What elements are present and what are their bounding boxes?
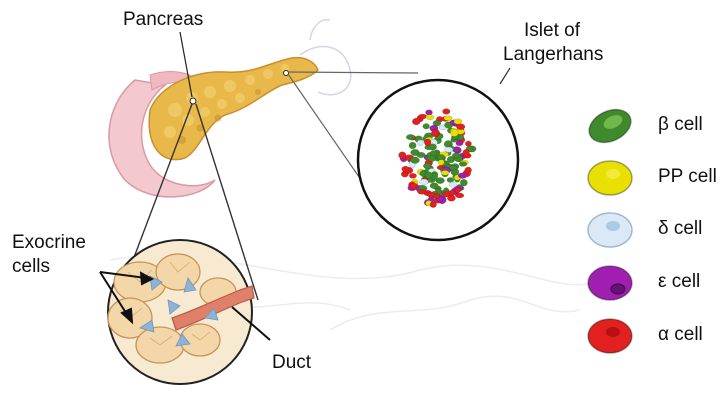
exocrine-label-line1: Exocrine [12, 232, 86, 254]
pancreas-zoom-point-exocrine [190, 98, 196, 104]
islet-cell [454, 119, 462, 124]
islet-cell [450, 165, 458, 170]
epsilon-cell-icon [582, 261, 638, 305]
islet-label-line1: Islet of [524, 20, 580, 42]
legend-item: β cell [582, 104, 726, 148]
islet-cell [423, 163, 431, 169]
legend-item: δ cell [582, 208, 726, 252]
islet-cell [456, 124, 465, 130]
islet-cell [418, 114, 426, 119]
islet-cell [406, 134, 415, 139]
islet-cell [431, 130, 439, 137]
islet-cell [417, 140, 423, 146]
islet-cell [447, 178, 454, 183]
islet-cell [465, 167, 472, 173]
islet-cell [402, 166, 410, 172]
islet-cell [436, 178, 445, 184]
islet-cell [419, 179, 428, 184]
spleen-sketch [300, 20, 351, 95]
exocrine-label-line2: cells [12, 256, 50, 278]
beta-cell-icon [582, 104, 638, 148]
islet-cell [460, 179, 467, 186]
islet-cell [425, 172, 433, 179]
islet-cell [445, 147, 453, 152]
islet-cell [458, 173, 467, 179]
islet-magnified-circle [358, 80, 518, 240]
pp-cell-icon [582, 156, 638, 200]
islet-cell [409, 142, 416, 149]
delta-cell-icon [582, 208, 638, 252]
islet-cell [411, 157, 420, 164]
legend-item: ε cell [582, 261, 726, 305]
islet-cell [444, 116, 452, 121]
islet-cell [459, 162, 467, 167]
islet-cell [441, 170, 449, 175]
islet-cell [450, 130, 458, 137]
pancreas-label: Pancreas [123, 9, 203, 31]
legend-label: PP cell [658, 166, 717, 188]
pancreas-zoom-point-islet [284, 71, 289, 76]
islet-cell [426, 115, 434, 120]
islet-cell [399, 152, 406, 159]
legend-label: ε cell [658, 271, 700, 293]
islet-cell [412, 118, 420, 125]
islet-pointer-line [500, 68, 510, 84]
islet-cell [434, 193, 440, 198]
alpha-cell-icon [582, 314, 638, 358]
legend-item: PP cell [582, 156, 726, 200]
islet-cell [463, 149, 470, 156]
islet-cell [409, 173, 416, 178]
legend-item: α cell [582, 314, 726, 358]
islet-cell [430, 183, 438, 189]
legend-label: β cell [658, 114, 703, 136]
islet-cell [438, 159, 444, 165]
islet-cell [455, 187, 461, 192]
islet-cell [430, 202, 437, 208]
islet-cell [418, 189, 427, 194]
legend-label: α cell [658, 324, 703, 346]
islet-cell [430, 151, 436, 156]
islet-cell [449, 182, 457, 187]
islet-cell [455, 193, 464, 198]
islet-cell [437, 154, 445, 159]
duct-label: Duct [272, 352, 311, 374]
islet-cell [423, 124, 430, 130]
islet-label-line2: Langerhans [503, 44, 603, 66]
islet-cell [465, 141, 471, 146]
islet-cell [417, 152, 426, 157]
islet-cell [443, 109, 451, 115]
islet-cell [452, 153, 461, 158]
legend-label: δ cell [658, 218, 702, 240]
islet-cell [424, 139, 431, 146]
islet-cell [447, 195, 455, 201]
